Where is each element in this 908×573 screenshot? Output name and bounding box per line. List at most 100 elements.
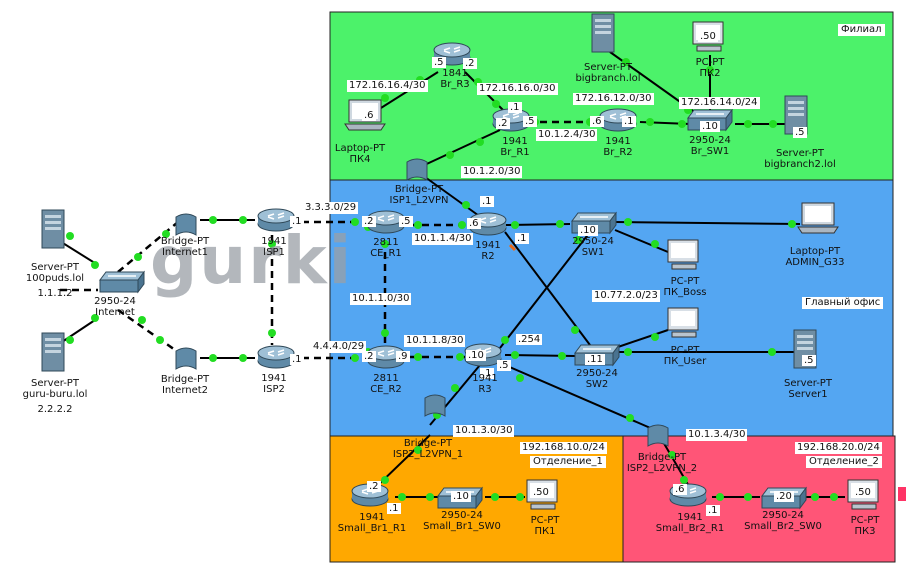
device-name: guru-buru.lol [22,389,88,400]
port-sw1: .10 [578,225,598,236]
device-address: 1.1.1.2 [37,288,73,299]
port-pk4: .6 [362,110,376,121]
net-label-4440: 4.4.4.0/29 [311,341,367,353]
br-isp2vpn2-icon[interactable] [647,424,669,447]
device-type: Bridge-PT [637,452,687,463]
device-name: Small_Br1_SW0 [423,521,501,532]
device-name: ISP1_L2VPN [389,195,449,206]
port-cer1-5: .5 [399,216,413,227]
zone-b1-title: Отделение_1 [530,456,606,468]
device-name: Small_Br2_R1 [655,523,725,534]
net-label-10120: 10.1.2.0/30 [461,166,523,178]
device-name: 100puds.lol [25,273,85,284]
device-name: Small_Br1_R1 [337,523,407,534]
port-brr2-1: .1 [622,116,636,127]
net-label-10130: 10.1.3.0/30 [453,425,515,437]
port-sb1r1-2: .2 [367,481,381,492]
pc-user-icon[interactable] [667,307,699,338]
device-type: 2950-24 [572,236,614,247]
device-name: CE_R2 [370,384,402,395]
device-name: Br_SW1 [690,146,730,157]
link-sw1-pcboss [614,229,669,253]
device-type: 2811 [373,373,399,384]
device-name: R3 [478,384,492,395]
port-cer2-9: .9 [396,351,410,362]
net-label-10134: 10.1.3.4/30 [686,429,748,441]
ce-r1-icon[interactable] [367,210,405,234]
ce-r2-icon[interactable] [367,345,405,369]
device-type: 2950-24 [94,296,136,307]
port-r3-10: .10 [466,350,486,361]
srv100-icon[interactable] [41,209,65,249]
device-type: 1941 [475,240,501,251]
device-name: ПК2 [699,68,721,79]
device-type: 1941 [261,236,287,247]
small-br1-r1-icon[interactable] [351,483,389,507]
device-name: ПК4 [349,154,371,165]
link-r3-sw1 [499,231,591,349]
br-inet2-icon[interactable] [175,347,197,370]
port-sb2sw: .20 [774,491,794,502]
device-name: ПК1 [534,526,556,537]
srv-bigbranch-icon[interactable] [591,13,615,53]
link-bridge-vpn1-r2 [417,171,483,219]
link-sw1-laptop [614,221,801,225]
device-name: ПК_Boss [663,287,707,298]
port-sb1r1-1: .1 [387,503,401,514]
port-sw2: .11 [585,354,605,365]
pc-boss-icon[interactable] [667,239,699,270]
br-isp2vpn1-icon[interactable] [424,394,446,417]
device-type: Server-PT [776,148,824,159]
device-type: 1941 [261,373,287,384]
port-brr1-5: .5 [523,116,537,127]
srvguru-icon[interactable] [41,332,65,372]
sw-internet-icon[interactable] [99,270,145,294]
device-name: bigbranch2.lol [764,159,836,170]
device-type: 1941 [677,512,703,523]
device-name: Server1 [788,389,828,400]
port-brr2-6: .6 [590,116,604,127]
device-type: Server-PT [31,262,79,273]
device-type: PC-PT [670,345,700,356]
device-name: ISP2_L2VPN_2 [626,463,698,474]
port-r2-1b: .1 [515,233,529,244]
device-name: Br_R2 [603,147,633,158]
isp2-icon[interactable] [257,345,295,369]
port-sb2r1-6: .6 [673,484,687,495]
br-isp1vpn-icon[interactable] [406,158,428,181]
sw1-icon[interactable] [571,211,617,235]
br-inet1-icon[interactable] [175,213,197,236]
device-type: 1941 [472,373,498,384]
device-type: Bridge-PT [403,438,453,449]
link-sw2-pcuser [614,329,669,349]
isp1-icon[interactable] [257,208,295,232]
zone-b2-net: 192.168.20.0/24 [795,442,882,454]
net-label-3330: 3.3.3.0/29 [303,202,359,214]
port-r2-6: .6 [467,218,481,229]
laptop-admin-icon[interactable] [797,202,839,234]
device-name: ISP2 [263,384,285,395]
